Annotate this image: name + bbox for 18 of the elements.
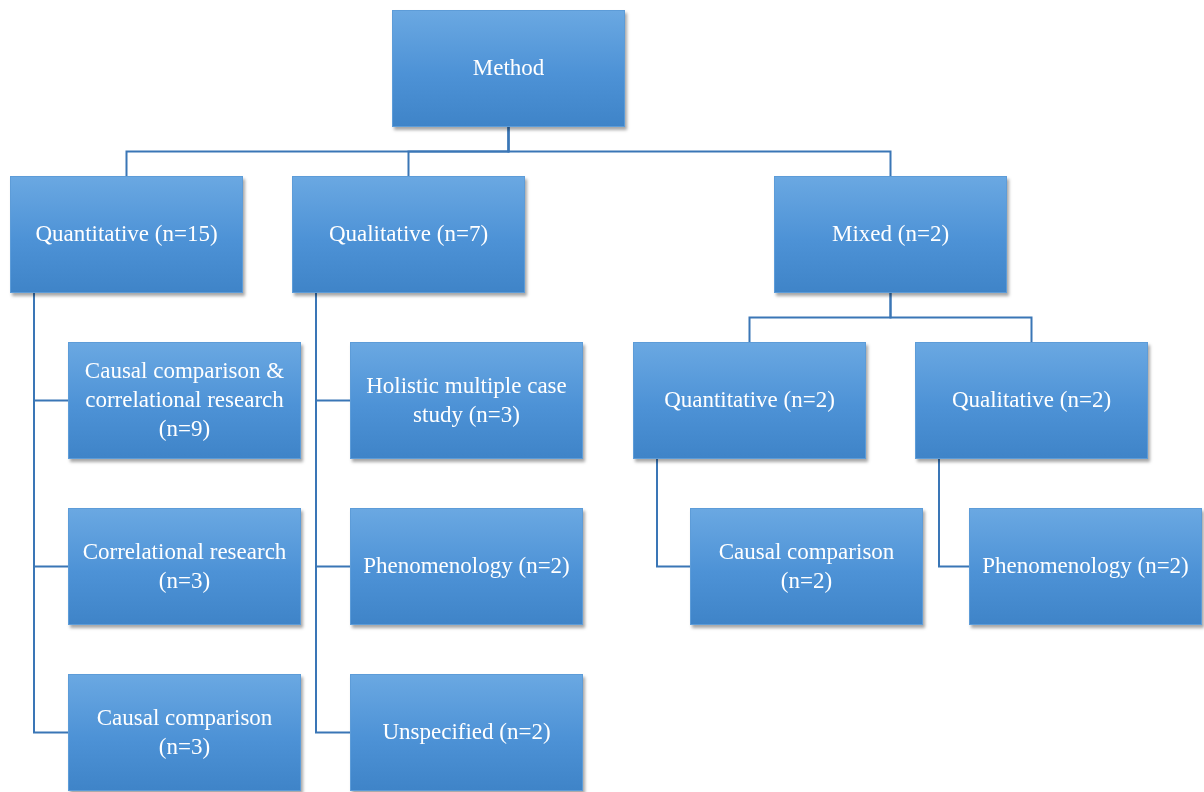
connector-line xyxy=(938,458,970,568)
category-box: Causal comparison (n=3) xyxy=(68,674,301,791)
category-box: Qualitative (n=2) xyxy=(915,342,1148,459)
connector-line xyxy=(507,126,892,177)
category-box: Quantitative (n=2) xyxy=(633,342,866,459)
category-box: Phenomenology (n=2) xyxy=(350,508,583,625)
category-box: Phenomenology (n=2) xyxy=(969,508,1202,625)
category-box: Qualitative (n=7) xyxy=(292,176,525,293)
category-box: Unspecified (n=2) xyxy=(350,674,583,791)
connector-line xyxy=(656,458,691,568)
category-box: Quantitative (n=15) xyxy=(10,176,243,293)
category-box: Correlational research (n=3) xyxy=(68,508,301,625)
connector-line xyxy=(889,292,1033,343)
category-box: Method xyxy=(392,10,625,127)
category-box: Causal comparison (n=2) xyxy=(690,508,923,625)
category-box: Mixed (n=2) xyxy=(774,176,1007,293)
category-box: Holistic multiple case study (n=3) xyxy=(350,342,583,459)
category-box: Causal comparison & correlational research (n=9) xyxy=(68,342,301,459)
